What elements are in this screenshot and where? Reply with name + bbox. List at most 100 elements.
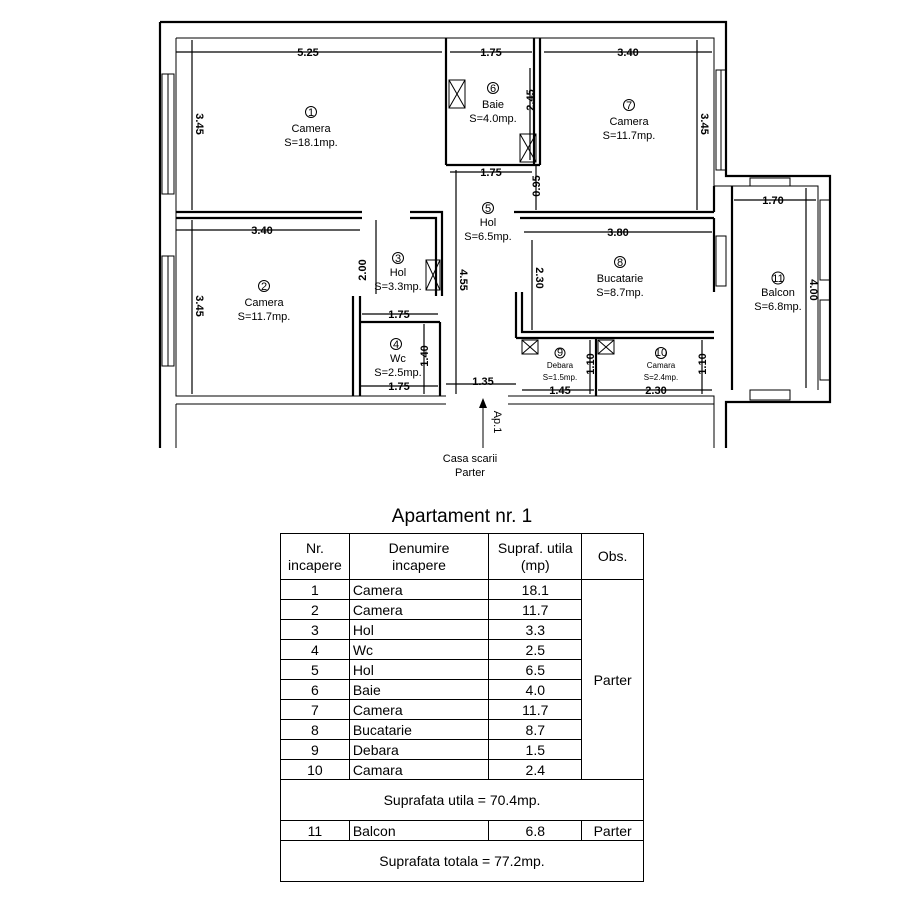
room-4: 4 Wc S=2.5mp. (374, 338, 422, 379)
table-row: 6 Baie 4.0 (280, 679, 644, 700)
table-title: Apartament nr. 1 (391, 506, 533, 527)
cell-nr: 2 (280, 599, 350, 620)
entrance-arrow: Ap.1 (479, 398, 503, 448)
table-row-balcony: 11 Balcon 6.8 Parter (280, 820, 644, 841)
dim-3-45-room1: 3.45 (193, 113, 205, 134)
dimension-labels: 5.25 1.75 3.40 3.45 2.45 3.45 1.75 0.95 … (193, 47, 819, 397)
shafts (425, 79, 615, 355)
total-area-row: Suprafata totala = 77.2mp. (280, 840, 644, 882)
cell-name: Baie (348, 679, 490, 700)
room-name: Debara (547, 361, 574, 370)
cell-area: 1.5 (488, 739, 583, 760)
header-nr-line1: Nr. (305, 539, 324, 556)
room-labels: 1 Camera S=18.1mp. 2 Camera S=11.7mp. 3 … (238, 82, 802, 382)
room-area: S=8.7mp. (596, 287, 643, 299)
room-name: Wc (390, 353, 406, 365)
header-nr-line2: incapere (288, 556, 342, 573)
dim-2-00: 2.00 (357, 259, 369, 280)
cell-area: 11.7 (488, 599, 583, 620)
dim-1-75-wc: 1.75 (388, 309, 409, 321)
cell-nr: 9 (280, 739, 350, 760)
room-number: 3 (395, 253, 401, 265)
table-row: 10 Camara 2.4 (280, 759, 644, 780)
cell-area: 6.5 (488, 659, 583, 680)
table-row: 7 Camera 11.7 (280, 699, 644, 720)
header-area-line1: Supraf. utila (497, 539, 573, 556)
room-number: 10 (655, 347, 667, 359)
dimension-lines (176, 40, 816, 394)
room-area: S=18.1mp. (284, 137, 338, 149)
dim-1-35: 1.35 (472, 376, 493, 388)
room-number: 5 (485, 203, 491, 215)
cell-name: Camera (348, 699, 490, 720)
room-area: S=6.8mp. (754, 301, 801, 313)
room-area: S=2.4mp. (644, 373, 678, 382)
header-area-line2: (mp) (520, 556, 550, 573)
header-obs: Obs. (581, 533, 644, 580)
cell-name: Debara (348, 739, 490, 760)
cell-name: Balcon (348, 820, 490, 841)
room-area: S=11.7mp. (603, 130, 656, 142)
room-name: Baie (482, 99, 504, 111)
room-name: Hol (480, 217, 497, 229)
room-6: 6 Baie S=4.0mp. (469, 82, 517, 125)
header-nr: Nr. incapere (280, 533, 350, 580)
cell-nr: 5 (280, 659, 350, 680)
dim-1-10-a: 1.10 (585, 353, 597, 374)
table-row: 4 Wc 2.5 (280, 639, 644, 660)
room-10: 10 Camara S=2.4mp. (644, 347, 678, 382)
table-row: 5 Hol 6.5 (280, 659, 644, 680)
cell-nr: 11 (280, 820, 350, 841)
cell-area: 8.7 (488, 719, 583, 740)
room-name: Camera (291, 123, 331, 135)
room-8: 8 Bucatarie S=8.7mp. (596, 256, 644, 299)
header-name-line2: incapere (392, 556, 446, 573)
useful-area-row: Suprafata utila = 70.4mp. (280, 779, 644, 821)
room-name: Hol (390, 267, 407, 279)
stair-label-line2: Parter (455, 467, 485, 479)
table-row: 8 Bucatarie 8.7 (280, 719, 644, 740)
dim-3-40-room2: 3.40 (251, 225, 272, 237)
room-area: S=1.5mp. (543, 373, 577, 382)
cell-area: 3.3 (488, 619, 583, 640)
table-header: Nr. incapere Denumire incapere Supraf. u… (280, 533, 644, 580)
cell-area: 18.1 (488, 579, 583, 600)
room-area: S=2.5mp. (374, 367, 421, 379)
dim-3-45-room2: 3.45 (193, 295, 205, 316)
cell-obs: Parter (581, 820, 644, 841)
room-name: Camera (244, 297, 284, 309)
room-number: 7 (626, 100, 632, 112)
table-row: 1 Camera 18.1 Parter (280, 579, 644, 780)
room-name: Bucatarie (597, 273, 643, 285)
room-2: 2 Camera S=11.7mp. (238, 280, 291, 323)
interior-walls (176, 38, 734, 396)
cell-nr: 8 (280, 719, 350, 740)
room-11: 11 Balcon S=6.8mp. (754, 271, 802, 313)
room-area: S=11.7mp. (238, 311, 291, 323)
room-area: S=6.5mp. (464, 231, 511, 243)
cell-name: Camara (348, 759, 490, 780)
room-area: S=3.3mp. (374, 281, 421, 293)
dim-4-55: 4.55 (457, 269, 469, 290)
room-number: 1 (308, 107, 314, 119)
room-table: Nr. incapere Denumire incapere Supraf. u… (280, 533, 644, 882)
dim-5-25: 5.25 (297, 47, 318, 59)
cell-name: Hol (348, 619, 490, 640)
entrance-label: Ap.1 (491, 411, 503, 434)
room-number: 9 (557, 347, 563, 359)
cell-nr: 3 (280, 619, 350, 640)
header-area: Supraf. utila (mp) (488, 533, 583, 580)
room-9: 9 Debara S=1.5mp. (543, 347, 577, 382)
room-number: 4 (393, 339, 399, 351)
room-number: 11 (772, 273, 783, 285)
dim-4-00: 4.00 (807, 279, 819, 300)
dim-1-40: 1.40 (419, 345, 431, 366)
room-name: Camera (609, 116, 649, 128)
room-3: 3 Hol S=3.3mp. (374, 252, 422, 293)
cell-nr: 1 (280, 579, 350, 600)
cell-nr: 4 (280, 639, 350, 660)
cell-name: Hol (348, 659, 490, 680)
dim-0-95: 0.95 (531, 175, 543, 196)
dim-1-75-top: 1.75 (480, 47, 501, 59)
dim-3-40-top: 3.40 (617, 47, 638, 59)
